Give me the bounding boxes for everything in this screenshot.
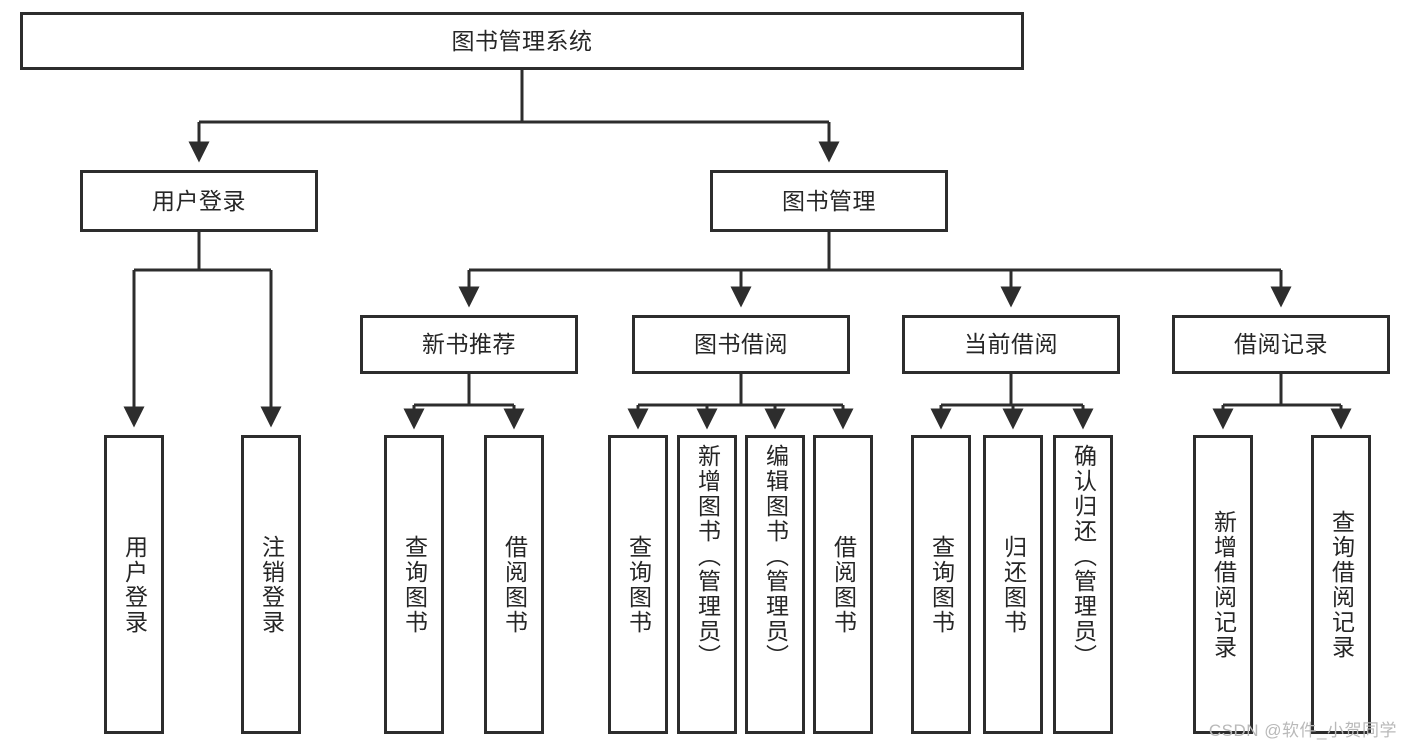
node-leaf-query-book-borrow-label: 查询图书 — [625, 534, 652, 635]
node-book-borrow-label: 图书借阅 — [694, 331, 788, 358]
node-leaf-add-book-admin[interactable]: 新增图书（管理员） — [677, 435, 737, 734]
node-current-borrow[interactable]: 当前借阅 — [902, 315, 1120, 374]
node-leaf-borrow-book-rec[interactable]: 借阅图书 — [484, 435, 544, 734]
node-leaf-user-login[interactable]: 用户登录 — [104, 435, 164, 734]
node-book-manage[interactable]: 图书管理 — [710, 170, 948, 232]
node-leaf-query-book-rec-label: 查询图书 — [401, 534, 428, 635]
node-leaf-borrow-book[interactable]: 借阅图书 — [813, 435, 873, 734]
watermark-text: CSDN @软件_小贺同学 — [1208, 721, 1397, 740]
node-leaf-user-login-label: 用户登录 — [121, 534, 148, 635]
node-root-label: 图书管理系统 — [451, 27, 593, 54]
node-leaf-add-borrow-record-label: 新增借阅记录 — [1210, 509, 1237, 660]
node-leaf-return-book-label: 归还图书 — [1000, 534, 1027, 635]
node-book-manage-label: 图书管理 — [782, 187, 876, 214]
node-leaf-query-borrow-record-label: 查询借阅记录 — [1328, 509, 1355, 660]
node-leaf-query-book-current[interactable]: 查询图书 — [911, 435, 971, 734]
node-borrow-record[interactable]: 借阅记录 — [1172, 315, 1390, 374]
node-leaf-query-book-rec[interactable]: 查询图书 — [384, 435, 444, 734]
node-leaf-borrow-book-rec-label: 借阅图书 — [501, 534, 528, 635]
node-new-book-rec[interactable]: 新书推荐 — [360, 315, 578, 374]
node-user-login[interactable]: 用户登录 — [80, 170, 318, 232]
node-book-borrow[interactable]: 图书借阅 — [632, 315, 850, 374]
node-root[interactable]: 图书管理系统 — [20, 12, 1024, 70]
node-leaf-confirm-return-admin[interactable]: 确认归还（管理员） — [1053, 435, 1113, 734]
node-new-book-rec-label: 新书推荐 — [422, 331, 516, 358]
node-leaf-add-borrow-record[interactable]: 新增借阅记录 — [1193, 435, 1253, 734]
node-leaf-edit-book-admin-label: 编辑图书（管理员） — [762, 444, 789, 669]
node-user-login-label: 用户登录 — [152, 187, 246, 214]
node-current-borrow-label: 当前借阅 — [964, 331, 1058, 358]
node-leaf-logout-login-label: 注销登录 — [258, 534, 285, 635]
node-leaf-logout-login[interactable]: 注销登录 — [241, 435, 301, 734]
node-leaf-return-book[interactable]: 归还图书 — [983, 435, 1043, 734]
node-borrow-record-label: 借阅记录 — [1234, 331, 1328, 358]
node-leaf-borrow-book-label: 借阅图书 — [830, 534, 857, 635]
node-leaf-query-borrow-record[interactable]: 查询借阅记录 — [1311, 435, 1371, 734]
node-leaf-query-book-current-label: 查询图书 — [928, 534, 955, 635]
node-leaf-query-book-borrow[interactable]: 查询图书 — [608, 435, 668, 734]
node-leaf-confirm-return-admin-label: 确认归还（管理员） — [1070, 444, 1097, 669]
node-leaf-edit-book-admin[interactable]: 编辑图书（管理员） — [745, 435, 805, 734]
node-leaf-add-book-admin-label: 新增图书（管理员） — [694, 444, 721, 669]
